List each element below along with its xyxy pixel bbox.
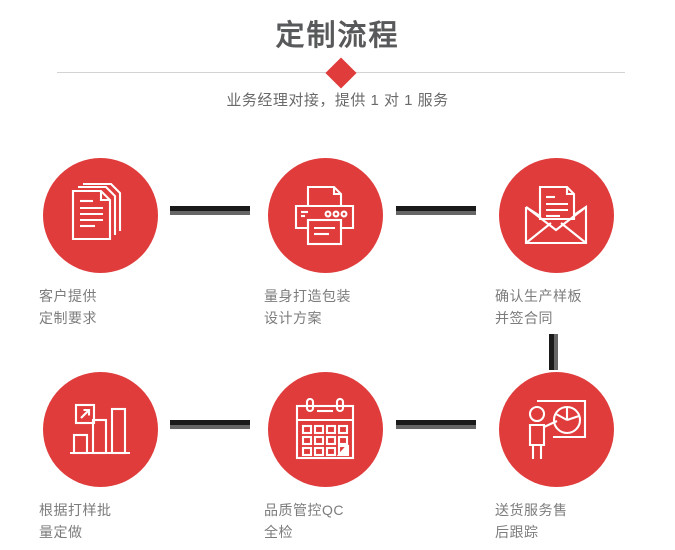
- connector-bar-grey: [170, 211, 250, 215]
- flow-step-1-label: 客户提供 定制要求: [39, 288, 97, 326]
- connector-step3-step6-vertical: [549, 334, 558, 370]
- page-subtitle: 业务经理对接，提供 1 对 1 服务: [226, 92, 449, 109]
- connector-bar-grey: [554, 334, 558, 370]
- flow-step-2-circle: [267, 158, 383, 273]
- connector-bar-grey: [396, 211, 476, 215]
- connector-step5-step6: [396, 420, 476, 429]
- flow-step-4-circle: [42, 372, 158, 487]
- connector-bar-grey: [396, 425, 476, 429]
- flow-step-6-circle: [498, 372, 614, 487]
- flow-step-5-label: 品质管控QC 全检: [264, 502, 344, 540]
- flow-step-1[interactable]: 客户提供 定制要求: [25, 158, 175, 329]
- connector-bar-dark: [170, 420, 250, 425]
- flow-step-4-label: 根据打样批 量定做: [39, 502, 112, 540]
- flow-step-3[interactable]: 确认生产样板 并签合同: [481, 158, 631, 329]
- connector-bar-dark: [549, 334, 554, 370]
- printer-icon: [294, 185, 355, 245]
- flow-step-5-circle: [267, 372, 383, 487]
- connector-bar-grey: [170, 425, 250, 429]
- bar-chart-growth-icon: [70, 403, 130, 454]
- connector-step4-step5: [170, 420, 250, 429]
- diamond-marker-icon: [325, 57, 357, 89]
- envelope-letter-icon: [524, 185, 588, 244]
- connector-bar-dark: [396, 420, 476, 425]
- connector-step1-step2: [170, 206, 250, 215]
- flow-step-1-circle: [42, 158, 158, 273]
- flow-step-4[interactable]: 根据打样批 量定做: [25, 372, 175, 543]
- flow-step-6[interactable]: 送货服务售 后跟踪: [481, 372, 631, 543]
- page-title: 定制流程: [275, 20, 400, 52]
- flow-step-2[interactable]: 量身打造包装 设计方案: [250, 158, 400, 329]
- connector-bar-dark: [170, 206, 250, 211]
- calendar-check-icon: [295, 397, 355, 459]
- connector-bar-dark: [396, 206, 476, 211]
- flow-step-5[interactable]: 品质管控QC 全检: [250, 372, 400, 543]
- presenter-pie-chart-icon: [528, 399, 587, 459]
- flow-step-3-label: 确认生产样板 并签合同: [495, 288, 582, 326]
- flow-step-2-label: 量身打造包装 设计方案: [264, 288, 351, 326]
- documents-stack-icon: [71, 182, 122, 240]
- connector-step2-step3: [396, 206, 476, 215]
- flow-step-3-circle: [498, 158, 614, 273]
- flow-step-6-label: 送货服务售 后跟踪: [495, 502, 568, 540]
